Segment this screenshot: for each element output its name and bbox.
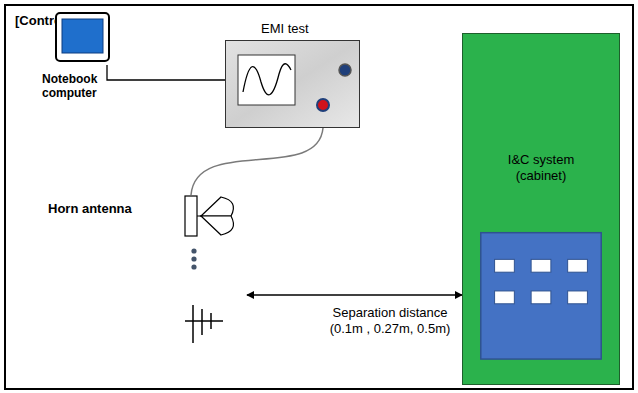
room-frame: [Control room]Notebook computerEMI testH… [4,4,634,390]
cable [191,128,323,195]
equipment-node: EMI test [225,40,360,128]
node-label: EMI test [261,21,309,37]
notebook-icon [55,12,110,65]
cabinet-panel [463,34,619,384]
node-label: I&C system (cabinet) [499,152,583,183]
node-label: Horn antenna [48,201,132,217]
cabinet-box: I&C system (cabinet) [462,33,620,385]
node-label: Notebook computer [42,72,102,101]
equipment-node: Horn antenna [183,195,245,345]
horn-antenna-icon [183,195,245,345]
edge-label: Separation distance (0.1m , 0.27m, 0.5m) [322,305,458,336]
emi-receiver-icon [225,40,360,128]
cable [107,65,225,80]
equipment-node: Notebook computer [55,12,110,65]
distance-arrow [247,294,462,295]
